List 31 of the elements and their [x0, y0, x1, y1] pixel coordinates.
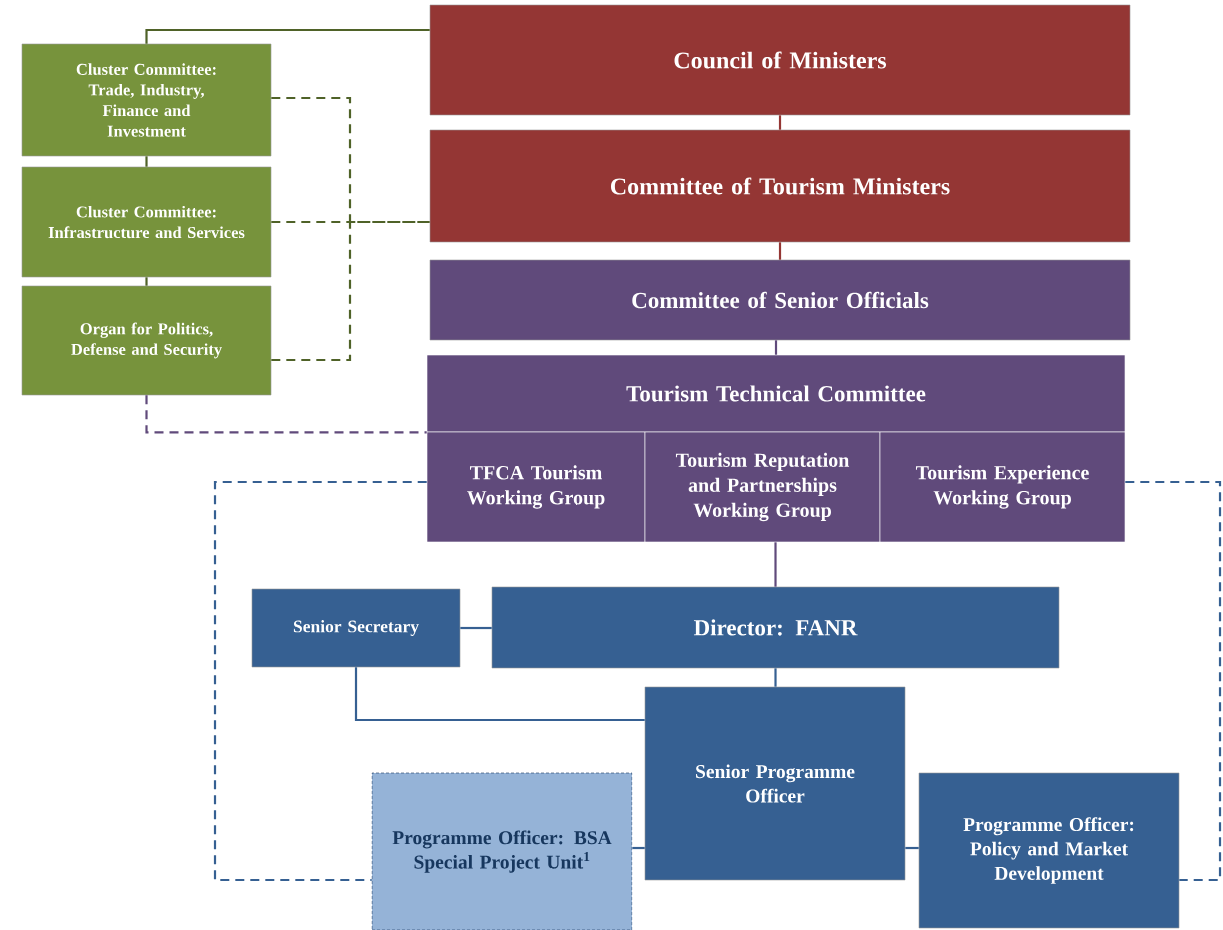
working-group-box: TFCA Tourism Working Group — [426, 431, 646, 543]
connector — [460, 626, 492, 630]
connector — [145, 28, 430, 44]
connector — [145, 156, 148, 167]
connector — [632, 846, 645, 850]
position-box: Senior Programme Officer — [644, 686, 906, 881]
connector — [905, 846, 919, 850]
connector — [271, 220, 430, 224]
connector — [774, 668, 777, 687]
committee-box: Committee of Tourism Ministers — [429, 129, 1131, 243]
position-box: Senior Secretary — [251, 588, 461, 668]
committee-box: Cluster Committee: Trade, Industry, Finance and Investment — [21, 43, 272, 157]
director-box: Director: FANR — [491, 586, 1060, 669]
position-box: Programme Officer: BSA Special Project Unit$^{1}$ — [371, 772, 633, 930]
council-box: Council of Ministers — [429, 4, 1131, 116]
connector — [354, 667, 645, 722]
connector — [145, 277, 148, 286]
working-group-box: Tourism Experience Working Group — [879, 431, 1126, 543]
connector — [1125, 480, 1222, 882]
connector — [271, 220, 430, 362]
committee-box: Cluster Committee: Infrastructure and Services — [21, 166, 272, 278]
connector — [774, 542, 777, 587]
connector — [778, 115, 782, 130]
organ-box: Organ for Politics, Defense and Security — [21, 285, 272, 396]
connector — [213, 480, 427, 882]
committee-box: Committee of Senior Officials — [429, 259, 1131, 341]
connector — [145, 395, 427, 434]
working-group-box: Tourism Reputation and Partnerships Working Group — [644, 431, 881, 543]
position-box: Programme Officer: Policy and Market Development — [918, 772, 1180, 929]
connector — [778, 242, 782, 260]
connector — [774, 340, 778, 355]
